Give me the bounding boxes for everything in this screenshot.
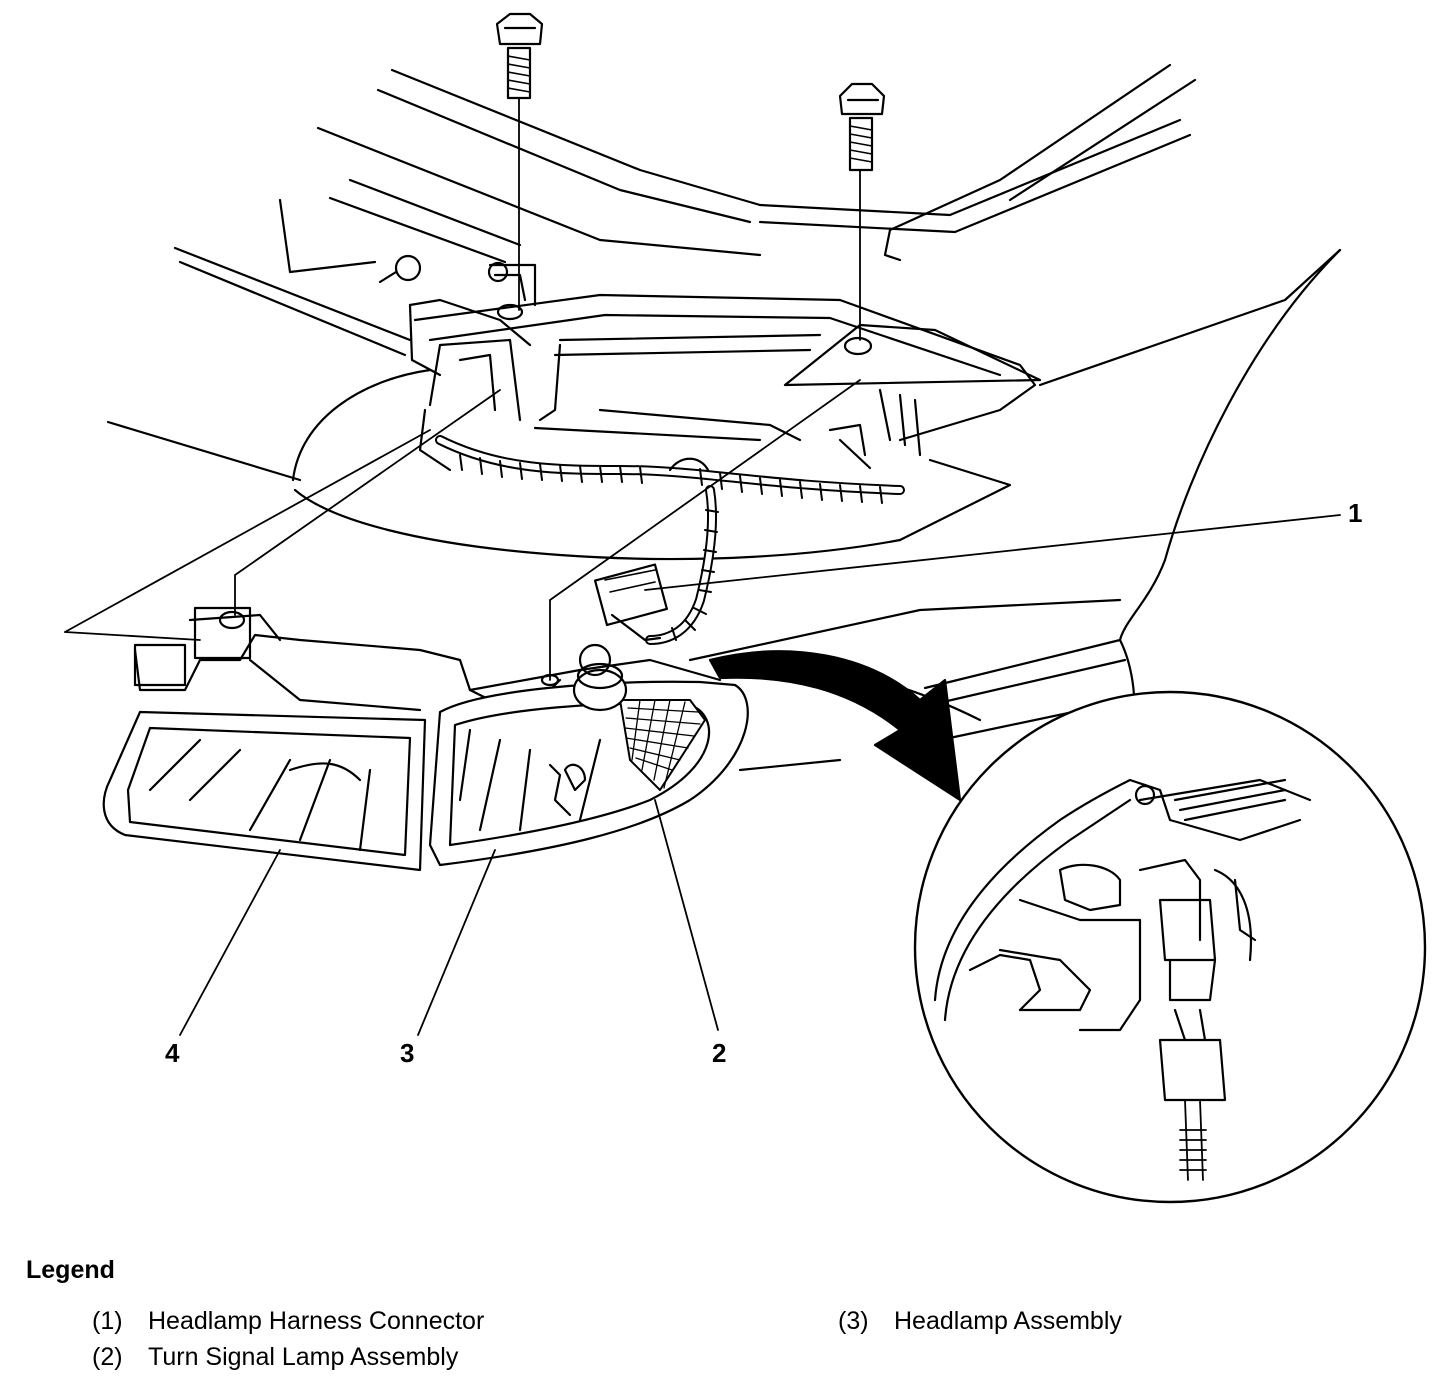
detail-inset <box>913 690 1427 1204</box>
legend-item-label: Turn Signal Lamp Assembly <box>148 1343 459 1371</box>
callout-4: 4 <box>165 1038 180 1068</box>
legend-item: (2) Turn Signal Lamp Assembly <box>92 1343 458 1372</box>
assembly-guide-lines <box>64 379 861 681</box>
callout-1: 1 <box>1348 498 1362 528</box>
bolt-left <box>495 12 544 321</box>
legend-item-number: (1) <box>92 1307 123 1335</box>
legend-item-number: (3) <box>838 1307 869 1335</box>
legend-item-label: Headlamp Assembly <box>894 1307 1122 1335</box>
wiring-harness <box>435 435 905 645</box>
legend-title: Legend <box>26 1256 115 1284</box>
headlamp-lens-left <box>102 710 427 872</box>
bolt-right <box>783 82 1042 387</box>
vehicle-body-outline <box>106 63 1342 772</box>
headlamp-lens-right <box>428 643 749 867</box>
legend-item-number: (2) <box>92 1343 123 1371</box>
headlamp-harness-connector <box>593 563 668 642</box>
bulb-socket <box>572 643 628 712</box>
turn-signal-lamp <box>619 699 706 791</box>
headlamp-exploded-diagram: 1 2 3 4 <box>64 12 1427 1204</box>
legend-item-label: Headlamp Harness Connector <box>148 1307 485 1335</box>
detail-view-arrow <box>708 650 962 802</box>
callout-3: 3 <box>400 1038 414 1068</box>
headlamp-opening <box>378 254 1037 472</box>
callout-leaders <box>179 514 1341 1036</box>
legend-item: (3) Headlamp Assembly <box>838 1307 1122 1336</box>
callout-2: 2 <box>712 1038 726 1068</box>
legend-item: (1) Headlamp Harness Connector <box>92 1307 484 1336</box>
